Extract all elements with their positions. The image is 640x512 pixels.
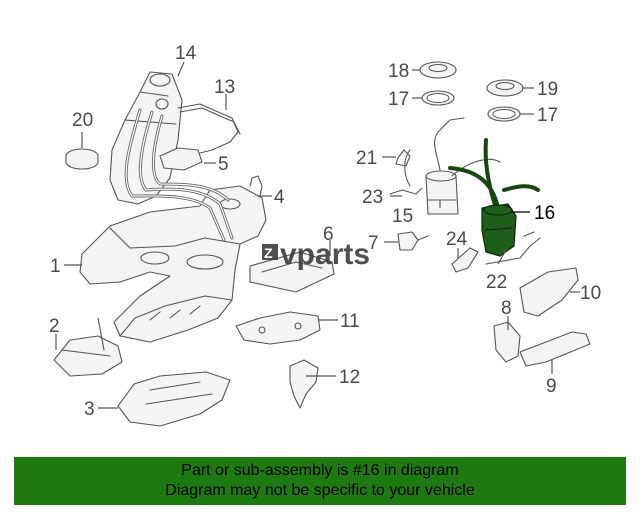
seal-ring-17-left[interactable] bbox=[421, 90, 455, 106]
skid-plate[interactable] bbox=[117, 371, 231, 427]
callout-18[interactable]: 18 bbox=[388, 61, 409, 82]
callout-2[interactable]: 2 bbox=[49, 316, 60, 337]
callout-23[interactable]: 23 bbox=[362, 187, 383, 208]
watermark-logo-box bbox=[262, 244, 278, 260]
callout-19[interactable]: 19 bbox=[537, 79, 558, 100]
callout-21[interactable]: 21 bbox=[356, 148, 377, 169]
callout-3[interactable]: 3 bbox=[84, 399, 95, 420]
callout-leaders bbox=[55, 61, 580, 409]
callout-5[interactable]: 5 bbox=[218, 154, 229, 175]
fuel-tank[interactable] bbox=[79, 185, 267, 343]
watermark-text: vparts bbox=[280, 238, 370, 271]
lock-ring-18[interactable] bbox=[419, 61, 457, 79]
info-banner: Part or sub-assembly is #16 in diagram D… bbox=[14, 457, 626, 505]
bracket-12[interactable] bbox=[289, 359, 319, 409]
callout-15[interactable]: 15 bbox=[392, 206, 413, 227]
heat-shield-6[interactable] bbox=[249, 251, 335, 293]
tube-22[interactable] bbox=[485, 231, 541, 265]
watermark-logo-letter: Z bbox=[264, 245, 273, 261]
shield-10[interactable] bbox=[519, 267, 579, 317]
callout-11[interactable]: 11 bbox=[340, 311, 360, 332]
filler-cap[interactable] bbox=[65, 148, 99, 170]
connector[interactable] bbox=[397, 231, 429, 251]
callout-6[interactable]: 6 bbox=[323, 224, 334, 245]
callout-1[interactable]: 1 bbox=[50, 256, 61, 277]
callout-13[interactable]: 13 bbox=[214, 77, 235, 98]
callout-17-left[interactable]: 17 bbox=[388, 89, 409, 110]
bracket-11[interactable] bbox=[235, 311, 321, 345]
parts-diagram: Z vparts 1 2 3 4 5 6 7 bbox=[49, 43, 601, 427]
banner-line-1: Part or sub-assembly is #16 in diagram bbox=[181, 462, 459, 479]
callout-17-right[interactable]: 17 bbox=[537, 105, 558, 126]
shield-2[interactable] bbox=[53, 317, 123, 377]
fuel-lines[interactable] bbox=[124, 108, 234, 242]
lock-ring-19[interactable] bbox=[486, 79, 524, 97]
callout-20[interactable]: 20 bbox=[72, 110, 93, 131]
callout-14[interactable]: 14 bbox=[175, 43, 197, 64]
callout-10[interactable]: 10 bbox=[580, 283, 601, 304]
rail-9[interactable] bbox=[519, 331, 591, 367]
wiring-21[interactable] bbox=[395, 149, 411, 167]
banner-line-2: Diagram may not be specific to your vehi… bbox=[165, 482, 475, 499]
callout-12[interactable]: 12 bbox=[339, 367, 360, 388]
callout-24[interactable]: 24 bbox=[446, 229, 468, 250]
hose-23[interactable] bbox=[389, 187, 423, 195]
cover-plate[interactable] bbox=[159, 147, 203, 171]
callout-9[interactable]: 9 bbox=[546, 376, 557, 397]
tank-strap[interactable] bbox=[177, 103, 241, 159]
seal-ring-17-right[interactable] bbox=[487, 106, 521, 122]
hose-clip[interactable] bbox=[249, 175, 263, 197]
bracket-24[interactable] bbox=[451, 247, 479, 273]
callout-labels: 1 2 3 4 5 6 7 8 9 10 11 12 13 14 15 16 1… bbox=[49, 43, 601, 420]
fuel-pump-assembly-16[interactable] bbox=[448, 138, 540, 257]
callout-16[interactable]: 16 bbox=[534, 203, 555, 224]
callout-4[interactable]: 4 bbox=[274, 187, 285, 208]
callout-22[interactable]: 22 bbox=[486, 272, 507, 293]
callout-7[interactable]: 7 bbox=[368, 233, 379, 254]
callout-8[interactable]: 8 bbox=[501, 298, 512, 319]
bracket-8[interactable] bbox=[493, 321, 521, 363]
fuel-sender-15[interactable] bbox=[404, 117, 501, 215]
watermark: Z vparts bbox=[262, 238, 370, 271]
